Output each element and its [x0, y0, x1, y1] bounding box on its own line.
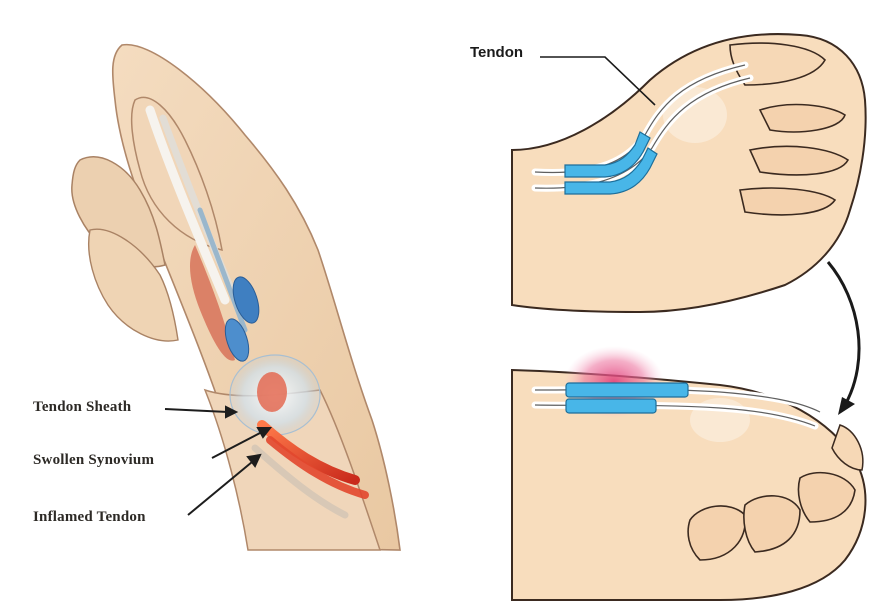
left-wrist-illustration: [72, 45, 400, 550]
transition-arrow: [828, 262, 859, 415]
right-top-fist: [512, 34, 866, 312]
bottom-blue-sheath-1: [566, 383, 688, 397]
sheath-inflamed-core: [257, 372, 287, 412]
label-tendon-sheath: Tendon Sheath: [33, 399, 131, 416]
label-swollen-synovium: Swollen Synovium: [33, 452, 154, 469]
bottom-blue-sheath-2: [566, 399, 656, 413]
transition-arrowhead: [838, 397, 855, 415]
right-bottom-fist: [512, 346, 865, 600]
transition-arrow-curve: [828, 262, 859, 405]
label-inflamed-tendon: Inflamed Tendon: [33, 509, 146, 526]
label-tendon: Tendon: [470, 44, 523, 61]
